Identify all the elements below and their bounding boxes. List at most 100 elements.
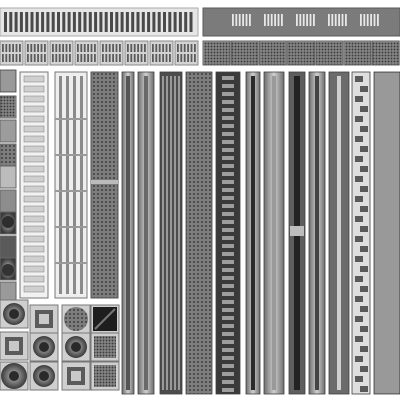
tile-slot [108, 54, 111, 62]
square-drain-center [71, 371, 81, 381]
tile-slot [112, 44, 114, 52]
grate-slot [249, 14, 251, 26]
grate-slot [277, 14, 280, 26]
grid-drain-cover [94, 336, 116, 358]
grate-slot [147, 12, 151, 32]
channel-meander [355, 296, 363, 302]
ladder-rung [23, 75, 45, 83]
mesh-tile [371, 40, 400, 66]
round-drain-center [9, 371, 19, 381]
grate-slot [30, 12, 34, 32]
tile-slot [2, 54, 4, 62]
grate-slot [72, 12, 76, 32]
tile-slot [140, 54, 143, 62]
grate-slot [168, 12, 172, 32]
grate-slot [341, 14, 344, 26]
channel-meander [360, 86, 368, 92]
channel-slot [222, 132, 234, 136]
grate-slot [363, 14, 366, 26]
channel-meander [355, 96, 363, 102]
bar-grate-bar [80, 76, 83, 294]
channel-meander [360, 146, 368, 152]
bottom-round-drains [0, 299, 120, 391]
round-drain-small [2, 216, 14, 228]
tile-slot [5, 44, 8, 52]
channel-meander [360, 206, 368, 212]
tile-slot [158, 44, 161, 52]
grate-slot [115, 12, 119, 32]
grate-slot [178, 12, 182, 32]
tile-slot [133, 44, 136, 52]
grate-slot [110, 12, 113, 32]
channel-groove [126, 76, 130, 390]
grate-slot [141, 12, 145, 32]
tile-slot [177, 54, 179, 62]
tile-slot [37, 54, 39, 62]
tile-slot [33, 54, 36, 62]
ladder-rung [23, 215, 45, 223]
tile-slot [102, 54, 104, 62]
ladder-rung [23, 115, 45, 123]
small-tile [0, 235, 17, 259]
grate-slot [152, 12, 156, 32]
channel-groove [272, 76, 276, 390]
tile-slot [119, 54, 121, 62]
bar-grate-cross [55, 154, 87, 156]
channel-slot [222, 284, 234, 288]
channel-slot [222, 324, 234, 328]
channel-slot [222, 108, 234, 112]
channel-slot [222, 364, 234, 368]
tile-slot [69, 44, 71, 52]
perforated-divider [91, 180, 118, 184]
tile-slot [15, 44, 18, 52]
tile-slot [165, 54, 168, 62]
grate-slot [238, 14, 241, 26]
channel-groove [315, 76, 319, 390]
tile-slot [40, 54, 43, 62]
channel-meander [355, 376, 363, 382]
grate-slot [184, 12, 188, 32]
grate-slot [232, 14, 234, 26]
grate-slot [4, 12, 7, 32]
tile-slot [12, 44, 14, 52]
channel-meander [355, 356, 363, 362]
tile-slot [194, 54, 196, 62]
ladder-rung [23, 265, 45, 273]
channel-meander [355, 276, 363, 282]
grate-slot [88, 12, 92, 32]
second-row-right-tiles [202, 40, 400, 66]
drain-channel [351, 71, 371, 395]
channel-groove [251, 76, 255, 390]
grate-slot [377, 14, 379, 26]
channel-meander [360, 226, 368, 232]
tile-slot [158, 54, 161, 62]
ladder-rung [23, 235, 45, 243]
tile-slot [52, 54, 54, 62]
tile-slot [130, 44, 133, 52]
tile-slot [8, 54, 11, 62]
channel-stripe [170, 76, 172, 390]
grate-slot [46, 12, 50, 32]
bar-grate-cross [55, 262, 87, 264]
round-drain-small [2, 264, 14, 276]
drain-channel [373, 71, 400, 395]
channel-slot [222, 356, 234, 360]
tile-slot [94, 54, 96, 62]
tile-slot [62, 54, 64, 62]
tile-slot [169, 44, 171, 52]
grate-slot [264, 14, 266, 26]
tile-slot [133, 54, 136, 62]
tile-slot [55, 44, 58, 52]
ladder-rung [23, 275, 45, 283]
grate-slot [14, 12, 18, 32]
channel-slot [222, 236, 234, 240]
channel-slot [222, 116, 234, 120]
channel-stripe [174, 76, 176, 390]
tile-slot [115, 54, 118, 62]
tile-slot [155, 44, 158, 52]
tile-slot [44, 44, 46, 52]
tile-slot [140, 44, 143, 52]
channel-slot [222, 204, 234, 208]
square-drain-center [9, 341, 19, 351]
